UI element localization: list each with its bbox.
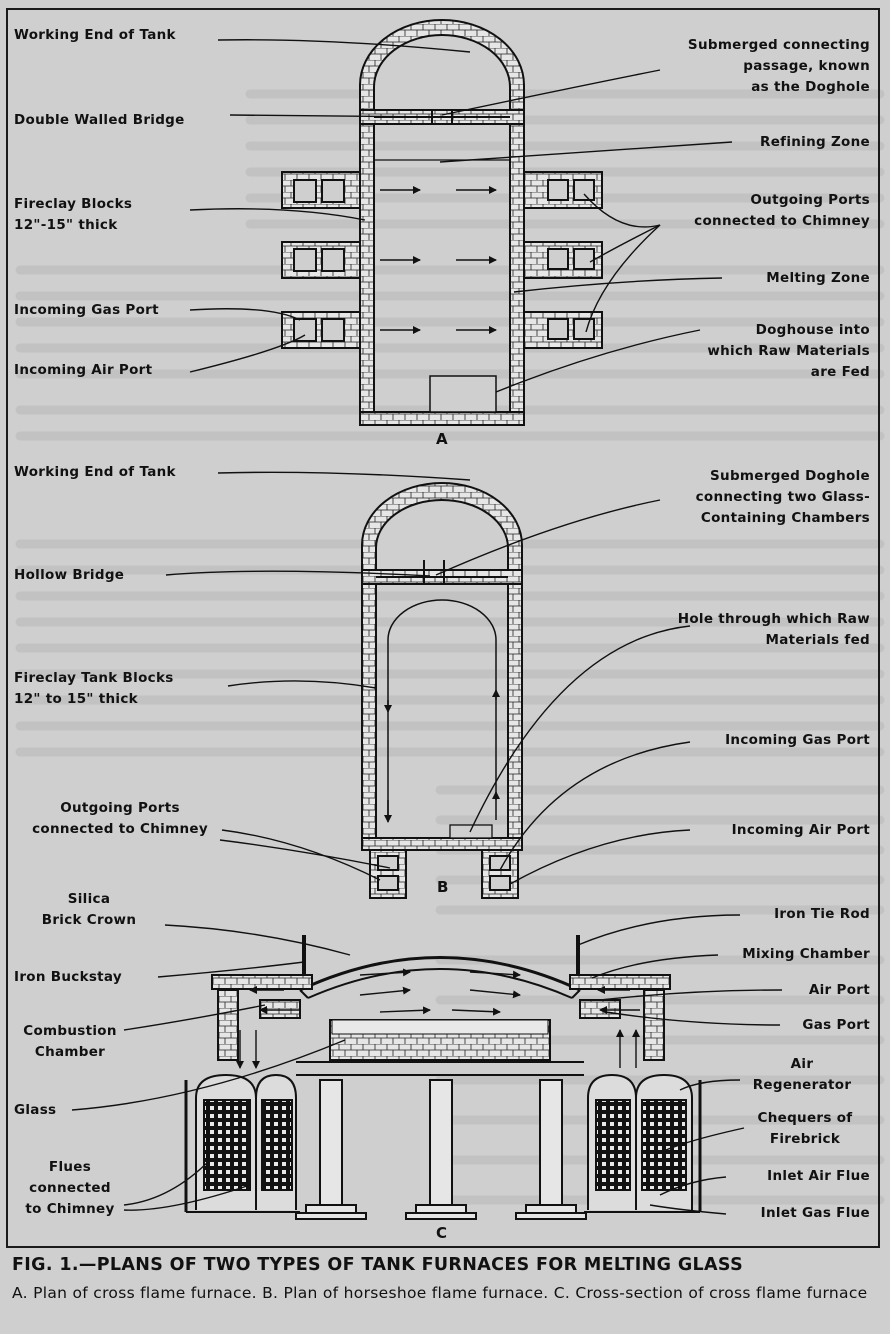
panel-b-port-stubs	[369, 849, 519, 899]
label-c-glass: Glass	[14, 1102, 57, 1118]
panel-b-letter: B	[437, 878, 448, 896]
label-c-silica-crown: Silica Brick Crown	[41, 891, 137, 928]
label-c-chequers: Chequers of Firebrick	[757, 1110, 853, 1147]
panel-a-right-ports	[523, 171, 603, 349]
panel-c-chequers-left-2	[261, 1099, 293, 1191]
label-a-refining-zone: Refining Zone	[760, 134, 870, 150]
panel-a-letter: A	[436, 430, 448, 448]
figure-frame	[6, 8, 880, 1248]
panel-c-flame-arrows	[236, 968, 640, 1069]
figure-caption-body: A. Plan of cross flame furnace. B. Plan …	[12, 1284, 868, 1302]
panel-a-cross-flame-plan	[189, 19, 733, 426]
panel-c-support-columns	[295, 1079, 587, 1220]
label-b-working-end: Working End of Tank	[14, 464, 176, 480]
panel-a-leader-lines	[189, 39, 733, 393]
panel-a-left-ports	[281, 171, 361, 349]
label-c-combustion-chamber: Combustion Chamber	[23, 1023, 117, 1060]
label-c-iron-tie-rod: Iron Tie Rod	[774, 906, 870, 922]
label-a-incoming-gas-port: Incoming Gas Port	[14, 302, 159, 318]
label-c-flues: Flues connected to Chimney	[25, 1159, 115, 1217]
label-c-air-regenerator: Air Regenerator	[752, 1056, 852, 1093]
label-a-double-walled-bridge: Double Walled Bridge	[14, 112, 185, 128]
label-a-working-end: Working End of Tank	[14, 27, 176, 43]
label-a-melting-zone: Melting Zone	[766, 270, 870, 286]
panel-b-leader-lines	[165, 471, 691, 885]
label-c-air-port: Air Port	[808, 982, 870, 998]
panel-c-leader-lines	[71, 914, 783, 1215]
label-b-hole-raw-materials: Hole through which Raw Materials fed	[677, 611, 870, 648]
panel-c-chequers-left-1	[203, 1099, 251, 1191]
label-a-incoming-air-port: Incoming Air Port	[14, 362, 153, 378]
panel-a-flame-arrows	[380, 186, 497, 334]
label-b-fireclay-tank-blocks: Fireclay Tank Blocks 12" to 15" thick	[14, 670, 174, 707]
panel-c-chequers-right-1	[595, 1099, 631, 1191]
label-b-submerged-doghole: Submerged Doghole connecting two Glass- …	[695, 468, 870, 526]
panel-c-letter: C	[436, 1224, 447, 1242]
label-a-doghouse: Doghouse into which Raw Materials are Fe…	[707, 322, 870, 380]
label-c-inlet-air-flue: Inlet Air Flue	[767, 1168, 870, 1184]
label-a-outgoing-ports: Outgoing Ports connected to Chimney	[694, 192, 870, 229]
panel-a-doghouse	[429, 375, 497, 413]
label-b-incoming-air-port: Incoming Air Port	[731, 822, 870, 838]
panel-c-silica-crown	[299, 956, 581, 992]
figure-caption-title: FIG. 1.—PLANS OF TWO TYPES OF TANK FURNA…	[12, 1255, 744, 1275]
label-c-iron-buckstay: Iron Buckstay	[14, 969, 123, 985]
label-b-incoming-gas-port: Incoming Gas Port	[725, 732, 870, 748]
panel-b-horseshoe-flame-plan	[165, 471, 691, 899]
label-a-doghole: Submerged connecting passage, known as t…	[687, 37, 870, 95]
label-c-inlet-gas-flue: Inlet Gas Flue	[760, 1205, 870, 1221]
label-c-gas-port: Gas Port	[802, 1017, 870, 1033]
panel-b-horseshoe-flame	[384, 599, 500, 823]
label-b-outgoing-ports: Outgoing Ports connected to Chimney	[32, 800, 208, 837]
label-c-mixing-chamber: Mixing Chamber	[742, 946, 870, 962]
label-b-hollow-bridge: Hollow Bridge	[14, 567, 125, 583]
label-a-fireclay-blocks: Fireclay Blocks 12"-15" thick	[14, 196, 133, 233]
panel-c-cross-section	[71, 914, 783, 1220]
